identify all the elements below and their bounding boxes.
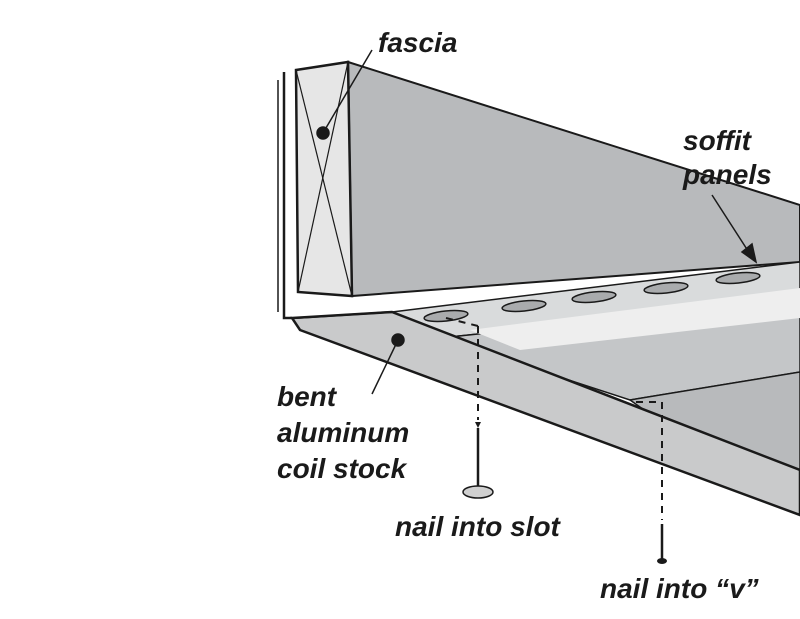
- nail-into-v: [636, 401, 667, 564]
- soffit-panel-highlight: [470, 288, 800, 350]
- fascia-end-block: [294, 60, 354, 298]
- label-soffit-line2: panels: [683, 159, 772, 190]
- label-fascia: fascia: [378, 27, 458, 58]
- label-nail-into-slot: nail into slot: [395, 511, 560, 542]
- wall-edge: [277, 72, 292, 320]
- label-bent-line3: coil stock: [277, 453, 407, 484]
- label-bent-line1: bent: [277, 381, 337, 412]
- nail-into-slot: [445, 317, 494, 499]
- nailing-slots: [423, 271, 761, 323]
- label-nail-into-v: nail into “v”: [600, 573, 759, 604]
- label-bent-line2: aluminum: [277, 417, 410, 448]
- leader-lines: [316, 49, 758, 395]
- label-soffit-line1: soffit: [683, 125, 751, 156]
